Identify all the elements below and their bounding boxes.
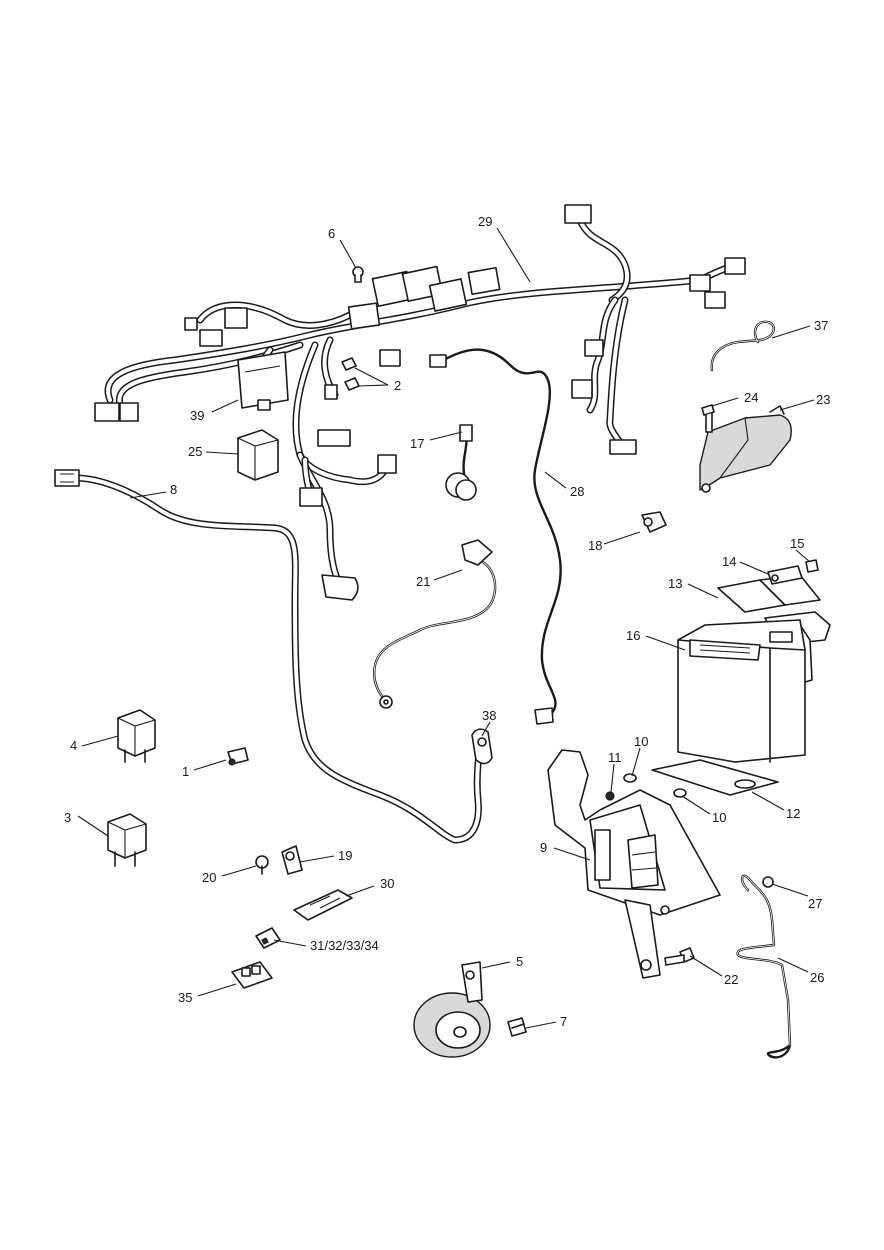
callout-2: 2 [394, 378, 401, 393]
harness-connector [564, 204, 592, 224]
fuse-31-34 [255, 927, 281, 949]
terminal-boot-38 [471, 728, 493, 765]
callout-27: 27 [808, 896, 822, 911]
callout-labels: 6 29 37 2 39 24 23 17 25 8 28 18 15 14 2… [64, 214, 830, 1029]
clip-19 [281, 845, 303, 875]
callout-17: 17 [410, 436, 424, 451]
sensor-17 [445, 424, 477, 501]
callout-6: 6 [328, 226, 335, 241]
callout-28: 28 [570, 484, 584, 499]
bolt-27 [762, 876, 774, 888]
callout-20: 20 [202, 870, 216, 885]
callout-29: 29 [478, 214, 492, 229]
wire-harness-8 [54, 469, 484, 844]
fastener-20 [255, 855, 269, 875]
callout-16: 16 [626, 628, 640, 643]
screw-11 [605, 791, 615, 801]
callout-1: 1 [182, 764, 189, 779]
callout-15: 15 [790, 536, 804, 551]
fuse-block-30 [293, 889, 353, 921]
pad-12 [651, 759, 779, 796]
callout-37: 37 [814, 318, 828, 333]
callout-leaders [77, 227, 815, 1029]
callout-35: 35 [178, 990, 192, 1005]
callout-26: 26 [810, 970, 824, 985]
callout-4: 4 [70, 738, 77, 753]
callout-38: 38 [482, 708, 496, 723]
rod-26 [736, 874, 792, 1059]
callout-7: 7 [560, 1014, 567, 1029]
clamp-14 [767, 565, 803, 585]
callout-10a: 10 [634, 734, 648, 749]
callout-18: 18 [588, 538, 602, 553]
callout-22: 22 [724, 972, 738, 987]
bracket-37 [710, 320, 776, 372]
bolt-22 [664, 947, 695, 966]
horn-5 [413, 961, 491, 1058]
callout-24: 24 [744, 390, 758, 405]
relay-25 [237, 429, 279, 481]
cable-21 [373, 539, 497, 709]
relay-4 [117, 709, 156, 763]
relay-3 [107, 813, 147, 867]
callout-13: 13 [668, 576, 682, 591]
battery-tray-9 [547, 749, 721, 979]
bolt-7 [507, 1017, 527, 1037]
callout-11: 11 [608, 750, 622, 765]
callout-19: 19 [338, 848, 352, 863]
bolt-24 [701, 404, 715, 433]
main-wiring-harness [94, 204, 746, 601]
cover-23 [699, 405, 792, 493]
callout-31-34: 31/32/33/34 [310, 938, 379, 953]
battery-16 [677, 619, 806, 763]
callout-30: 30 [380, 876, 394, 891]
callout-21: 21 [416, 574, 430, 589]
callout-14: 14 [722, 554, 736, 569]
bolt-2 [341, 357, 360, 391]
switch-18 [641, 511, 667, 533]
fuse-35 [231, 961, 273, 989]
callout-25: 25 [188, 444, 202, 459]
callout-5: 5 [516, 954, 523, 969]
bolt-15 [805, 559, 819, 573]
bolt-6 [352, 266, 364, 283]
callout-9: 9 [540, 840, 547, 855]
callout-8: 8 [170, 482, 177, 497]
callout-23: 23 [816, 392, 830, 407]
callout-3: 3 [64, 810, 71, 825]
module-39 [237, 351, 289, 411]
cable-28 [429, 348, 562, 725]
callout-39: 39 [190, 408, 204, 423]
clip-1 [227, 747, 249, 766]
callout-10b: 10 [712, 810, 726, 825]
callout-12: 12 [786, 806, 800, 821]
